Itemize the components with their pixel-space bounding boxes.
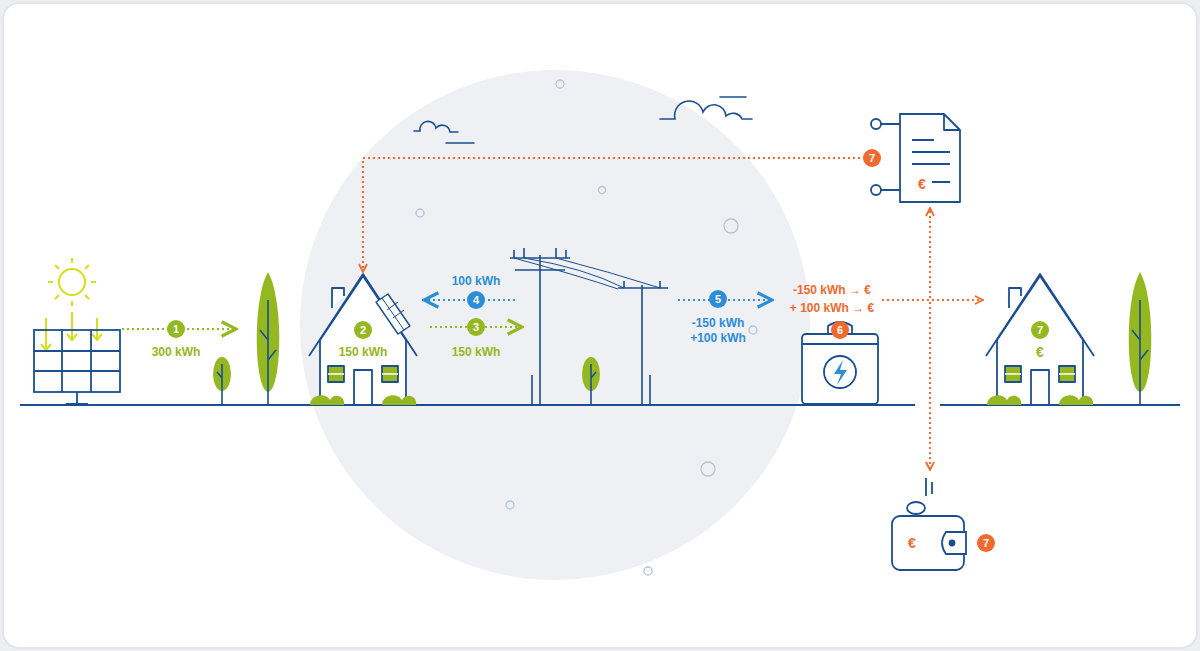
sun [41,258,102,350]
billing-value: + 100 kWh → € [790,301,874,315]
energy-value: 150 kWh [452,345,501,359]
flow-connector [363,158,860,272]
wallet-outline [886,470,1008,574]
house: 2 150 kWh [306,268,420,406]
callout-number: 6 [831,321,849,339]
currency-sign: € [1036,345,1044,359]
callout-number: 7 [977,534,995,552]
flow-connector [882,208,930,300]
energy-value: 100 kWh [452,274,501,288]
clouds [414,97,752,143]
callout-number: 2 [354,321,372,339]
energy-value: +100 kWh [690,331,746,345]
callout-number: 1 [167,320,185,338]
flow-connector [882,300,930,470]
callout-number: 4 [467,291,485,309]
house: 7€ [983,268,1097,406]
billing-value: -150 kWh → € [793,283,871,297]
energy-value: 300 kWh [152,345,201,359]
callout-number: 7 [1031,321,1049,339]
solar-panel [34,330,120,404]
wallet: €7 [886,470,1008,574]
energy-value: 150 kWh [339,345,388,359]
trees [213,272,1151,405]
invoice-document: 7€ [860,110,964,206]
dots [416,80,757,575]
callout-number: 3 [467,318,485,336]
callout-number: 7 [863,149,881,167]
callout-number: 5 [709,290,727,308]
flow-arrows [122,300,772,329]
energy-value: -150 kWh [692,316,745,330]
currency-sign: € [918,177,926,191]
backdrop-circle [300,70,810,580]
card [3,3,1197,648]
power-pylons [510,248,668,405]
currency-sign: € [908,536,916,550]
